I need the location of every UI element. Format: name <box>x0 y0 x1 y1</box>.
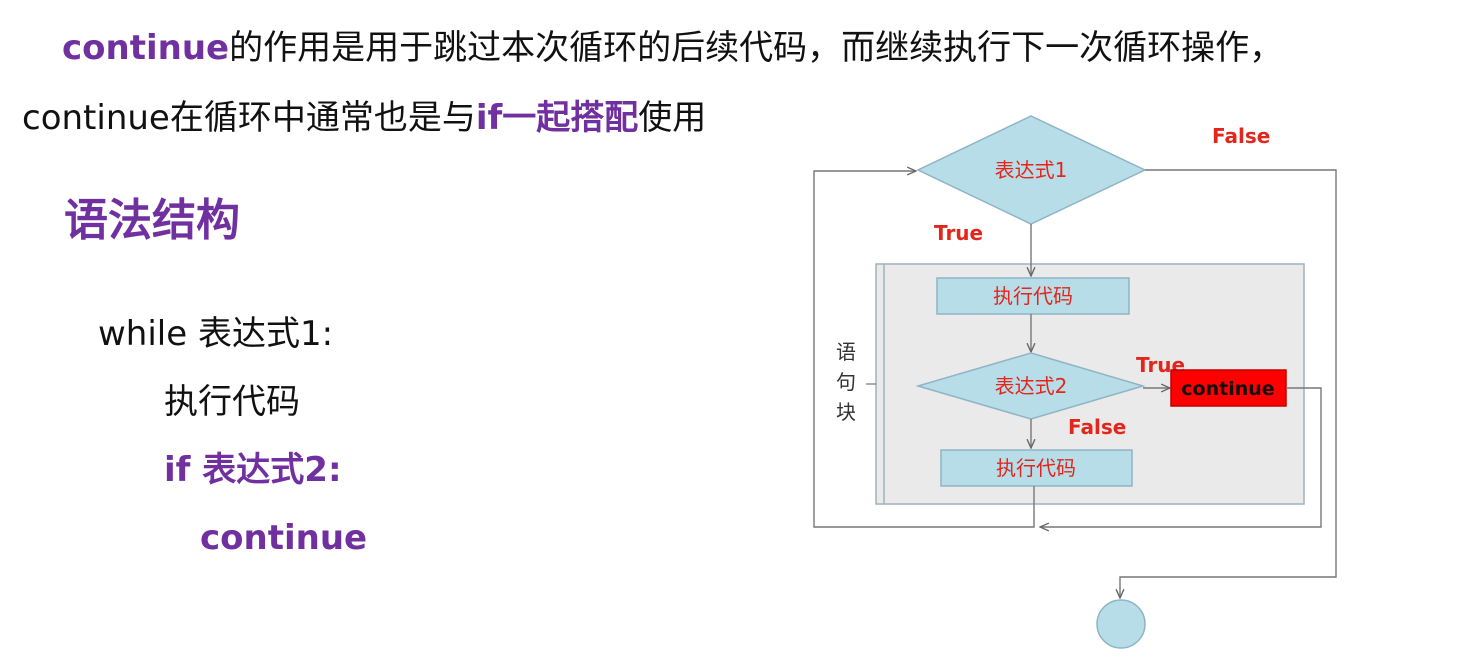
loop-back-arrow <box>813 171 1035 528</box>
end-terminator <box>1096 599 1146 649</box>
block-label-char-2: 句 <box>836 370 856 394</box>
condition-1-label: 表达式1 <box>995 158 1068 182</box>
true-label-1: True <box>934 221 983 245</box>
condition-2-label: 表达式2 <box>995 374 1068 398</box>
exec-box-1 <box>936 277 1130 315</box>
block-label-char-1: 语 <box>836 340 856 364</box>
block-label-char-3: 块 <box>836 400 856 424</box>
code-line-continue: continue <box>200 518 368 558</box>
intro-line-2: continue在循环中通常也是与if一起搭配使用 <box>22 98 706 138</box>
false-exit-arrow <box>1120 169 1337 598</box>
code-line-exec: 执行代码 <box>164 382 300 422</box>
keyword-continue: continue <box>62 28 230 68</box>
intro-line-1: continue的作用是用于跳过本次循环的后续代码，而继续执行下一次循环操作， <box>62 28 1283 68</box>
continue-box-label: continue <box>1181 378 1274 400</box>
intro-line-2-start: continue在循环中通常也是与 <box>22 98 476 138</box>
exec-box-1-label: 执行代码 <box>993 284 1073 308</box>
false-label-1: False <box>1212 124 1270 148</box>
code-line-if: if 表达式2: <box>164 450 342 490</box>
exec-box-2-label: 执行代码 <box>996 456 1076 480</box>
intro-line-2-highlight: if一起搭配 <box>475 98 639 138</box>
code-line-while: while 表达式1: <box>98 314 334 354</box>
false-label-2: False <box>1068 415 1126 439</box>
continue-back-arrow <box>1040 387 1322 527</box>
exec-box-2 <box>940 449 1133 487</box>
section-title: 语法结构 <box>64 195 240 246</box>
intro-line-1-text: 的作用是用于跳过本次循环的后续代码，而继续执行下一次循环操作， <box>229 28 1284 68</box>
intro-line-2-end: 使用 <box>638 98 707 138</box>
